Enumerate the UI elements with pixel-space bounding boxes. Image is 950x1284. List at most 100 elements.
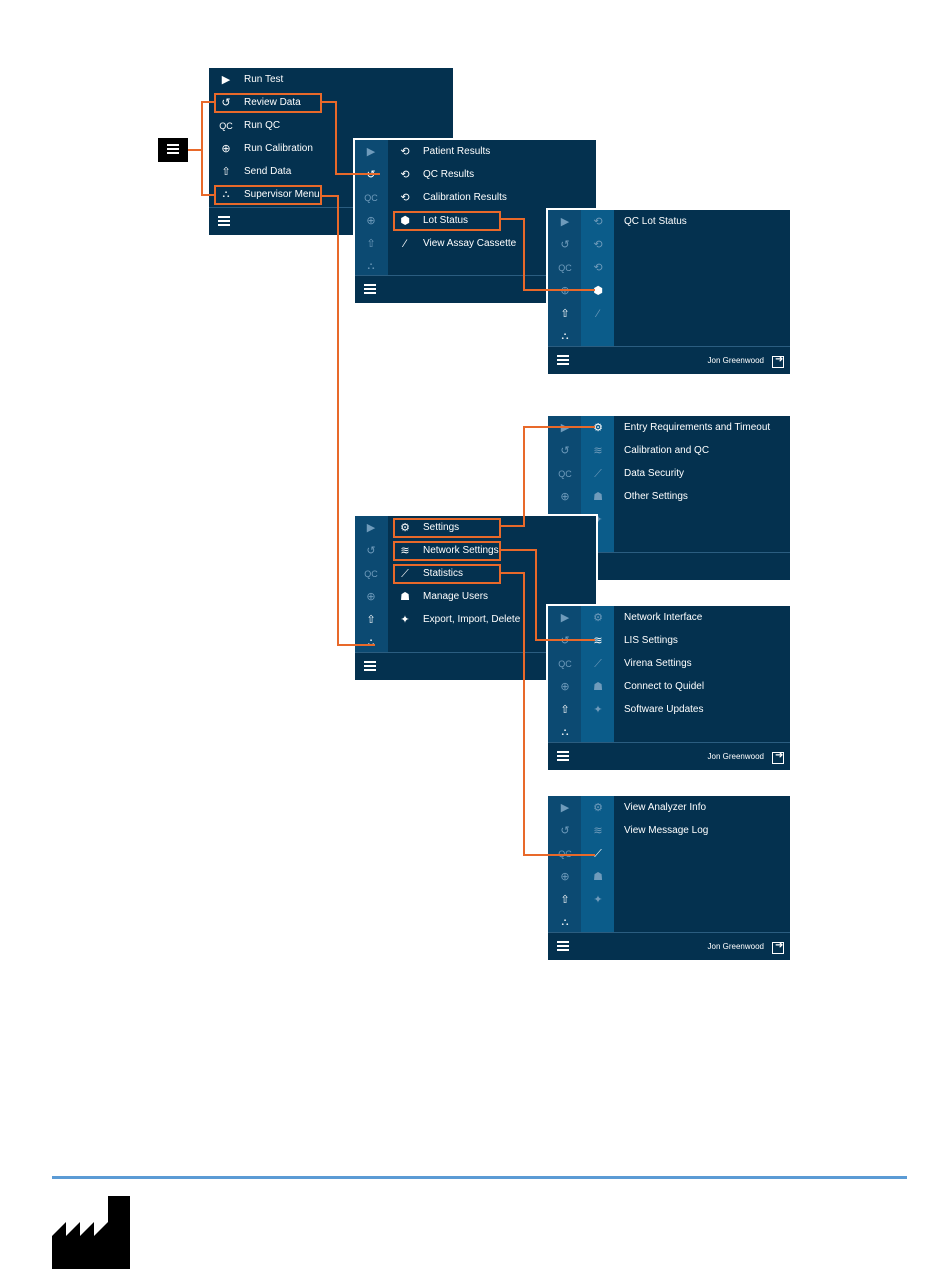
transfer-icon[interactable]: ✦ [593, 894, 603, 906]
gear-icon[interactable]: ⚙ [593, 802, 603, 814]
menu-item-manage-users[interactable]: Manage Users [423, 591, 489, 602]
wifi-icon[interactable]: ≋ [593, 635, 603, 647]
menu-item-view-message-log[interactable]: View Message Log [624, 825, 709, 836]
hamburger-icon[interactable] [557, 941, 569, 953]
hamburger-icon[interactable] [557, 355, 569, 367]
crosshair-icon[interactable]: ⊕ [366, 215, 376, 227]
hierarchy-icon[interactable]: ⛬ [561, 331, 569, 342]
crosshair-icon[interactable]: ⊕ [560, 285, 570, 297]
undo-icon[interactable]: ↺ [560, 239, 570, 251]
menu-item-lis-settings[interactable]: LIS Settings [624, 635, 678, 646]
play-icon[interactable]: ▶ [560, 422, 570, 434]
qc-icon[interactable]: QC [364, 193, 378, 203]
menu-item-export-import-delete[interactable]: Export, Import, Delete [423, 614, 521, 625]
crosshair-icon[interactable]: ⊕ [366, 591, 376, 603]
upload-icon[interactable]: ⇧ [560, 704, 570, 716]
menu-item-view-analyzer-info[interactable]: View Analyzer Info [624, 802, 707, 813]
upload-icon[interactable]: ⇧ [560, 308, 570, 320]
undo-icon[interactable]: ↺ [560, 445, 570, 457]
wifi-icon[interactable]: ≋ [593, 445, 603, 457]
users-icon[interactable]: ☗ [593, 491, 603, 503]
logout-icon[interactable] [772, 354, 784, 368]
qc-icon[interactable]: QC [558, 263, 572, 273]
crosshair-icon[interactable]: ⊕ [560, 871, 570, 883]
undo-icon[interactable]: ↺ [560, 635, 570, 647]
users-icon[interactable]: ☗ [400, 591, 410, 603]
menu-item-virena-settings[interactable]: Virena Settings [624, 658, 692, 669]
wifi-icon[interactable]: ≋ [593, 825, 603, 837]
play-icon[interactable]: ▶ [366, 522, 376, 534]
menu-item-network-interface[interactable]: Network Interface [624, 612, 703, 623]
menu-item-entry-requirements[interactable]: Entry Requirements and Timeout [624, 422, 771, 433]
patient-results-icon[interactable]: ⟲ [593, 216, 603, 228]
chart-line-icon[interactable]: ⟋ [594, 468, 602, 480]
menu-item-qc-results[interactable]: QC Results [423, 169, 475, 180]
qc-results-icon[interactable]: ⟲ [593, 239, 603, 251]
qc-icon[interactable]: QC [558, 659, 572, 669]
chart-line-icon[interactable]: ⟋ [401, 568, 409, 580]
menu-item-view-assay-cassette[interactable]: View Assay Cassette [423, 238, 517, 249]
hamburger-icon[interactable] [218, 216, 230, 228]
chart-line-icon[interactable]: ⟋ [594, 848, 602, 860]
hierarchy-icon[interactable]: ⛬ [222, 189, 230, 200]
undo-icon[interactable]: ↺ [560, 825, 570, 837]
logout-icon[interactable] [772, 940, 784, 954]
box-icon[interactable]: ⬢ [400, 215, 410, 227]
wifi-icon[interactable]: ≋ [400, 545, 410, 557]
crosshair-icon[interactable]: ⊕ [560, 681, 570, 693]
box-icon[interactable]: ⬢ [593, 285, 603, 297]
menu-item-supervisor-menu[interactable]: Supervisor Menu [244, 189, 320, 200]
logout-icon[interactable] [772, 750, 784, 764]
undo-icon[interactable]: ↺ [221, 97, 231, 109]
play-icon[interactable]: ▶ [366, 146, 376, 158]
menu-item-review-data[interactable]: Review Data [244, 97, 301, 108]
menu-item-connect-to-quidel[interactable]: Connect to Quidel [624, 681, 705, 692]
users-icon[interactable]: ☗ [593, 681, 603, 693]
upload-icon[interactable]: ⇧ [221, 166, 231, 178]
hierarchy-icon[interactable]: ⛬ [561, 727, 569, 738]
upload-icon[interactable]: ⇧ [366, 238, 376, 250]
qc-icon[interactable]: QC [364, 569, 378, 579]
menu-item-run-test[interactable]: Run Test [244, 74, 284, 85]
qc-icon[interactable]: QC [558, 849, 572, 859]
transfer-icon[interactable]: ✦ [593, 514, 603, 526]
play-icon[interactable]: ▶ [560, 216, 570, 228]
gear-icon[interactable]: ⚙ [400, 522, 410, 534]
hamburger-icon[interactable] [364, 284, 376, 296]
patient-results-icon[interactable]: ⟲ [400, 146, 410, 158]
gear-icon[interactable]: ⚙ [593, 422, 603, 434]
menu-item-send-data[interactable]: Send Data [244, 166, 292, 177]
cassette-icon[interactable]: ⁄ [597, 308, 599, 320]
menu-item-lot-status[interactable]: Lot Status [423, 215, 469, 226]
hierarchy-icon[interactable]: ⛬ [561, 917, 569, 928]
users-icon[interactable]: ☗ [593, 871, 603, 883]
menu-button[interactable] [158, 138, 188, 162]
calibration-results-icon[interactable]: ⟲ [593, 262, 603, 274]
gear-icon[interactable]: ⚙ [593, 612, 603, 624]
hamburger-icon[interactable] [557, 751, 569, 763]
chart-line-icon[interactable]: ⟋ [594, 658, 602, 670]
play-icon[interactable]: ▶ [560, 612, 570, 624]
menu-item-software-updates[interactable]: Software Updates [624, 704, 704, 715]
transfer-icon[interactable]: ✦ [400, 614, 410, 626]
play-icon[interactable]: ▶ [221, 74, 231, 86]
menu-item-run-calibration[interactable]: Run Calibration [244, 143, 313, 154]
qc-icon[interactable]: QC [558, 469, 572, 479]
play-icon[interactable]: ▶ [560, 802, 570, 814]
calibration-results-icon[interactable]: ⟲ [400, 192, 410, 204]
menu-item-calibration-and-qc[interactable]: Calibration and QC [624, 445, 710, 456]
hierarchy-icon[interactable]: ⛬ [367, 637, 375, 648]
hamburger-icon[interactable] [364, 661, 376, 673]
hierarchy-icon[interactable]: ⛬ [367, 261, 375, 272]
menu-item-calibration-results[interactable]: Calibration Results [423, 192, 507, 203]
menu-item-network-settings[interactable]: Network Settings [423, 545, 499, 556]
qc-icon[interactable]: QC [219, 121, 233, 131]
menu-item-run-qc[interactable]: Run QC [244, 120, 281, 131]
menu-item-statistics[interactable]: Statistics [423, 568, 464, 579]
menu-item-settings[interactable]: Settings [423, 522, 460, 533]
menu-item-qc-lot-status[interactable]: QC Lot Status [624, 216, 687, 227]
transfer-icon[interactable]: ✦ [593, 704, 603, 716]
crosshair-icon[interactable]: ⊕ [221, 143, 231, 155]
undo-icon[interactable]: ↺ [366, 545, 376, 557]
cassette-icon[interactable]: ⁄ [404, 238, 406, 250]
